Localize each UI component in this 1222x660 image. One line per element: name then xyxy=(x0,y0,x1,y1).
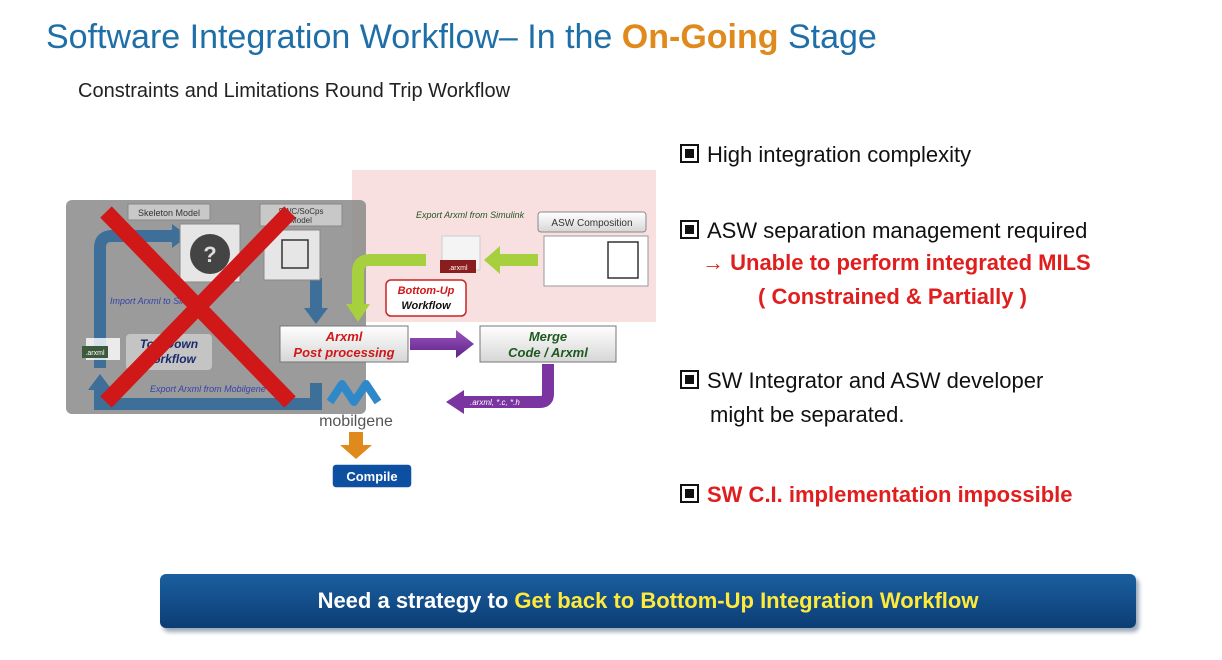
merge-label-2: Code / Arxml xyxy=(508,345,588,360)
compile-arrow-stem xyxy=(349,432,363,446)
bottom-up-label-box xyxy=(385,279,467,317)
skeleton-model-label: Skeleton Model xyxy=(138,208,200,218)
asw-block-icon xyxy=(607,241,639,279)
compile-arrow-head xyxy=(340,445,372,459)
bullet-item-complexity: High integration complexity xyxy=(680,140,971,170)
bullet-subtext-mils: → Unable to perform integrated MILS xyxy=(702,250,1091,275)
page-subtitle: Constraints and Limitations Round Trip W… xyxy=(78,80,511,102)
purple-arrow-right xyxy=(410,330,474,358)
workflow-diagram: Skeleton Model ? SWC/SoCps Model Import … xyxy=(66,170,656,489)
cross-mark-line-2 xyxy=(100,206,296,408)
bullet-text: SW C.I. implementation impossible xyxy=(707,482,1073,507)
import-arxml-label: Import Arxml to Simulink xyxy=(110,296,208,306)
question-icon xyxy=(190,234,230,274)
bullet-text: High integration complexity xyxy=(707,142,972,167)
banner-highlight: Get back to Bottom-Up Integration Workfl… xyxy=(514,588,979,613)
mobilgene-logo-icon xyxy=(326,380,382,406)
green-arrow-left xyxy=(484,246,538,274)
arxml-post-processing-box xyxy=(279,325,409,363)
skeleton-model-box xyxy=(127,203,211,221)
bullet-text: SW Integrator and ASW developer xyxy=(707,368,1044,393)
green-arrow-head xyxy=(346,304,370,322)
arxml-post-label-1: Arxml xyxy=(325,329,363,344)
swc-block-icon xyxy=(281,239,309,269)
merge-label-1: Merge xyxy=(529,329,567,344)
title-part1: Software Integration Workflow– In the xyxy=(46,18,622,56)
asw-composition-label: ASW Composition xyxy=(551,218,632,229)
banner-prefix: Need a strategy to xyxy=(317,588,515,613)
bullet-item-ci: SW C.I. implementation impossible xyxy=(680,480,1073,510)
merge-box xyxy=(479,325,617,363)
top-down-loop-arrow xyxy=(94,230,172,368)
asw-composition-box xyxy=(537,211,647,233)
bullet-item-integrator: SW Integrator and ASW developer xyxy=(680,366,1043,396)
top-down-arrow-head-2 xyxy=(88,374,112,390)
title-part2: Stage xyxy=(778,18,877,56)
swc-model-label-1: SWC/SoCps xyxy=(279,207,324,216)
bullet-subtext-constrained: ( Constrained & Partially ) xyxy=(758,284,1027,309)
top-down-return-arrow xyxy=(94,383,322,410)
swc-model-label-2: Model xyxy=(290,216,312,225)
square-bullet-icon xyxy=(680,370,699,389)
compile-label: Compile xyxy=(346,469,397,484)
export-simulink-label: Export Arxml from Simulink xyxy=(416,210,525,220)
mobilgene-label: mobilgene xyxy=(319,413,393,430)
bottom-up-label-1: Bottom-Up xyxy=(398,285,455,297)
strategy-banner: Need a strategy to Get back to Bottom-Up… xyxy=(160,574,1136,628)
compile-box xyxy=(331,463,413,489)
bullet-text: ASW separation management required xyxy=(707,218,1088,243)
swc-arrow-head xyxy=(304,308,328,324)
purple-arrow-head xyxy=(446,390,464,414)
arxml-file-label-right: .arxml xyxy=(448,265,468,272)
arxml-post-label-2: Post processing xyxy=(293,345,394,360)
bullet-item-integrator-line2: might be separated. xyxy=(710,402,905,427)
purple-return-arrow xyxy=(462,364,554,408)
bullet-item-asw-separation: ASW separation management required xyxy=(680,216,1087,246)
square-bullet-icon xyxy=(680,144,699,163)
square-bullet-icon xyxy=(680,484,699,503)
export-mobilgene-label: Export Arxml from Mobilgene xyxy=(150,384,266,394)
title-highlight: On-Going xyxy=(621,18,779,56)
arxml-file-tag-left xyxy=(82,346,108,358)
arxml-file-tag-right xyxy=(440,260,476,273)
question-mark: ? xyxy=(203,242,216,267)
bottom-up-label-2: Workflow xyxy=(401,300,452,312)
output-files-label: .arxml, *.c, *.h xyxy=(470,398,520,407)
square-bullet-icon xyxy=(680,220,699,239)
page-title: Software Integration Workflow– In the On… xyxy=(46,18,877,57)
green-arrow-down xyxy=(352,254,426,306)
arxml-file-label-left: .arxml xyxy=(85,350,105,357)
